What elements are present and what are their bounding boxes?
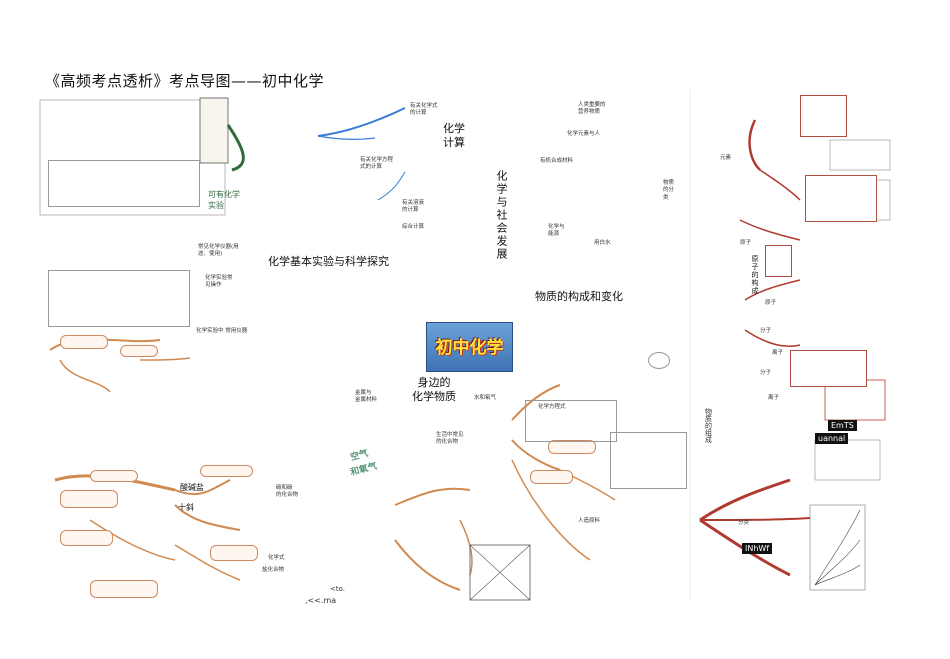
section-around: 身边的 化学物质 xyxy=(412,376,456,404)
apparatus-panel xyxy=(525,400,617,442)
label-ion: 离子 xyxy=(768,395,780,401)
topic-lab-ops: 化学实验常 见操作 xyxy=(205,275,233,289)
topic-water-oxygen: 水和氧气 xyxy=(474,395,497,401)
topic-atom-structure: 原子的构成 xyxy=(751,255,759,295)
section-experiment: 化学基本实验与科学探究 xyxy=(268,255,389,268)
map-node xyxy=(90,580,158,598)
topic-category: 分类 xyxy=(738,520,750,526)
center-banner: 初中化学 xyxy=(426,322,513,372)
map-node xyxy=(60,335,108,349)
section-structure: 物质的构成和变化 xyxy=(535,290,623,303)
topic-lab-common: 化学实验中 常用仪器 xyxy=(196,328,248,334)
topic-metals: 金属与 金属材料 xyxy=(355,390,378,404)
section-society: 化学与社会发展 xyxy=(495,170,508,261)
banner-text: 初中化学 xyxy=(435,338,504,358)
topic-acid-base-salt: 酸碱盐 xyxy=(180,483,204,492)
section-calc: 化学 计算 xyxy=(443,122,465,150)
topic-ten-items: 十斜 xyxy=(178,503,194,512)
map-node xyxy=(90,470,138,482)
apparatus-panel xyxy=(610,432,687,489)
label-inhwf: INhWf xyxy=(742,543,773,554)
map-box xyxy=(765,245,792,277)
topic-nutrients: 人类重要的 营养物质 xyxy=(578,102,606,116)
topic-classification: 物质 的分 类 xyxy=(663,180,675,201)
label-uannal: uannal xyxy=(815,433,849,444)
topic-equation-calc: 有关化学方程 式的计算 xyxy=(360,157,394,171)
label-molecule: 分子 xyxy=(760,370,772,376)
label-atom: 原子 xyxy=(740,240,752,246)
map-box xyxy=(800,95,847,137)
topic-synthetic-materials: 有机合成材料 xyxy=(540,158,574,164)
map-node xyxy=(210,545,258,561)
page-title: 《高频考点透析》考点导图——初中化学 xyxy=(45,72,325,90)
topic-atom: 原子 xyxy=(765,300,777,306)
map-node xyxy=(120,345,158,357)
topic-formula-calc: 有关化学式 的计算 xyxy=(410,103,438,117)
topic-carbon: 碳和碳 的化合物 xyxy=(276,485,299,499)
topic-composition: 物质的组成 xyxy=(704,408,713,443)
topic-equation: 化学方程式 xyxy=(538,404,566,410)
topic-molecule: 分子 xyxy=(760,328,772,334)
topic-salt-compounds: 盐化合物 xyxy=(262,567,285,573)
topic-common-compounds: 生活中常见 的化合物 xyxy=(436,432,464,446)
topic-element: 元素 xyxy=(720,155,732,161)
map-node xyxy=(60,530,113,546)
apparatus-panel xyxy=(48,160,200,207)
apparatus-panel xyxy=(48,270,190,327)
label-to: <to. xyxy=(330,585,345,593)
map-node xyxy=(548,440,596,454)
topic-solution-calc: 有关溶液 的计算 xyxy=(402,200,425,214)
topic-energy: 化学与 能源 xyxy=(548,224,565,238)
topic-artificial-raw: 人造原料 xyxy=(578,518,601,524)
map-node xyxy=(530,470,573,484)
map-box xyxy=(790,350,867,387)
topic-white-water: 用白水 xyxy=(594,240,611,246)
map-node xyxy=(60,490,118,508)
topic-lab-instruments: 常见化学仪器(用 途、使用) xyxy=(198,244,239,258)
map-node xyxy=(200,465,253,477)
topic-elements-human: 化学元素与人 xyxy=(567,131,601,137)
topic-comprehensive-calc: 综合计算 xyxy=(402,224,425,230)
topic-experiment-note: 可有化学 实验 xyxy=(208,190,240,210)
apparatus-panel xyxy=(648,352,670,369)
label-formula: 化学式 xyxy=(268,555,285,561)
topic-ion: 离子 xyxy=(772,350,784,356)
label-ma: ,<<.ma xyxy=(305,596,337,605)
map-box xyxy=(805,175,877,222)
label-emts: EmTS xyxy=(828,420,857,431)
